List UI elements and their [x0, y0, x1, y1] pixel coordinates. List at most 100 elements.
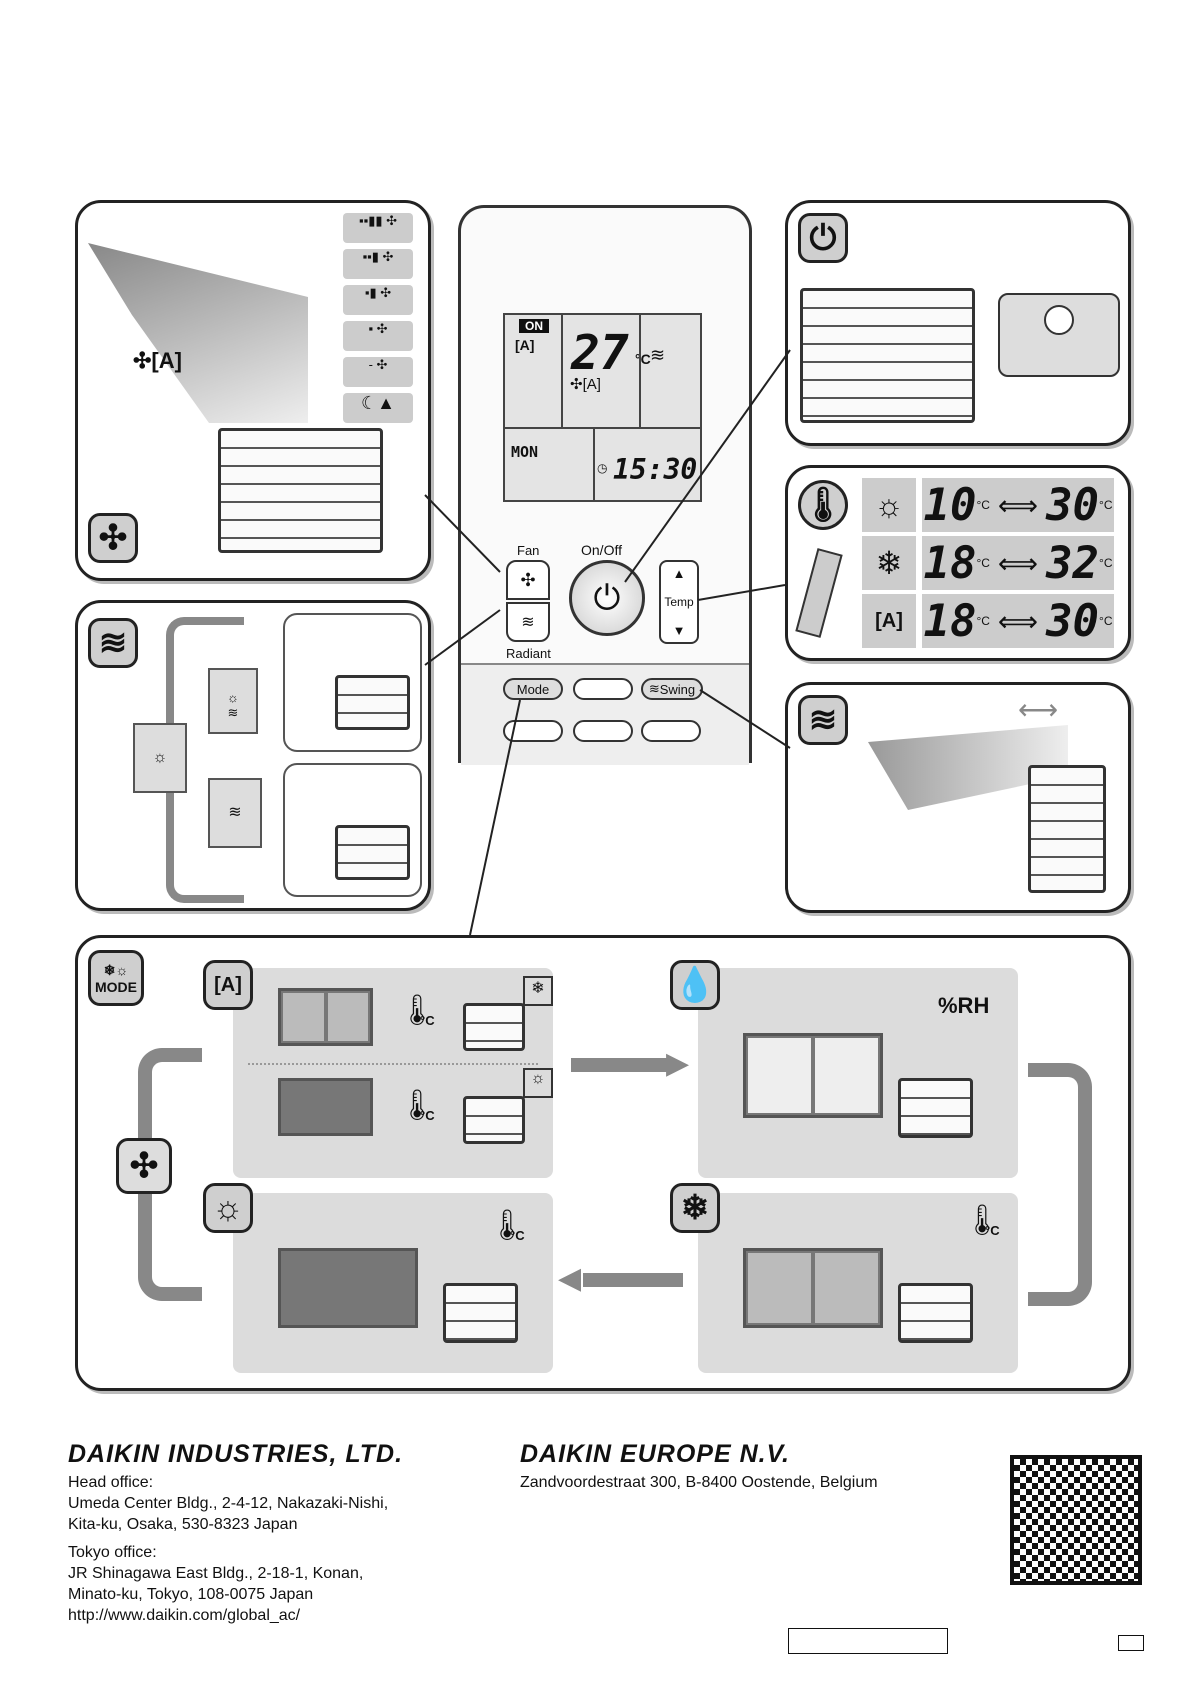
head-office-address-1: Umeda Center Bldg., 2-4-12, Nakazaki-Nis…: [68, 1495, 389, 1512]
auto-temp-unit-1: °C: [420, 1013, 435, 1028]
lcd-fan-auto-icon: ✣[A]: [570, 376, 601, 393]
lcd-temperature: 27: [571, 325, 629, 381]
website-link[interactable]: http://www.daikin.com/global_ac/: [68, 1607, 301, 1624]
snowman-window: [278, 1248, 418, 1328]
arrow-auto-to-dry: [571, 1058, 671, 1072]
blank-button-2[interactable]: [503, 720, 563, 742]
snowy-window: [278, 1078, 373, 1136]
heat-mode-icon: ☼: [203, 1183, 253, 1233]
auto-mode-icon: [A]: [203, 960, 253, 1010]
radiant-button[interactable]: ≋: [506, 602, 550, 642]
arrow-cool-to-heat: [583, 1273, 683, 1287]
fan-button[interactable]: ✣: [506, 560, 550, 600]
quiet-mode-icon: ☾▲: [343, 393, 413, 423]
heat-thermo-icon: 🌡: [488, 1209, 527, 1242]
lcd-temp-unit: °C: [635, 351, 651, 367]
remote-controller: ON [A] 27 °C ≋ ✣[A] MON ◷ 15:30 Fan ✣ ≋ …: [458, 205, 752, 765]
dry-unit: [898, 1078, 973, 1138]
thermometer-icon: 🌡: [798, 480, 848, 530]
lcd-clock-icon: ◷: [597, 461, 608, 475]
company-name-daikin-europe: DAIKIN EUROPE N.V.: [520, 1440, 790, 1468]
indicator-zoom: [998, 293, 1120, 377]
blank-button-3[interactable]: [573, 720, 633, 742]
onoff-unit-illustration: [800, 288, 975, 423]
fan-auto-icon: ✣[A]: [133, 348, 182, 373]
radiant-panel: ≋ ☼ ☼≋ ≋: [75, 600, 431, 911]
arrow-dry-to-cool: [1028, 1063, 1092, 1306]
temp-down-thermo-icon: 🌡: [398, 994, 437, 1027]
auto-heat-sun-icon: ☼: [523, 1068, 553, 1098]
swing-button[interactable]: ≋ Swing: [641, 678, 703, 700]
swing-icon: ≋: [798, 695, 848, 745]
onoff-button-label: On/Off: [581, 542, 622, 558]
swing-arrow-icon: ⟷: [1018, 694, 1059, 725]
fan-speed-levels: ▪▪▮▮ ✣ ▪▪▮ ✣ ▪▮ ✣ ▪ ✣ - ✣ ☾▲: [343, 213, 413, 423]
mode-button[interactable]: Mode: [503, 678, 563, 700]
lcd-time: 15:30: [613, 453, 698, 486]
radiant-icon: ≋: [88, 618, 138, 668]
head-office-address-2: Kita-ku, Osaka, 530-8323 Japan: [68, 1516, 298, 1533]
blank-button-1[interactable]: [573, 678, 633, 700]
temp-up-thermo-icon: 🌡: [398, 1089, 437, 1122]
lcd-day: MON: [511, 443, 539, 461]
radiant-scene-bottom: [283, 763, 422, 897]
swing-button-label: Swing: [659, 681, 696, 697]
swing-unit-illustration: [1028, 765, 1106, 893]
range-cool-icon: ❄: [862, 536, 916, 590]
arrow-head-right: ▶: [666, 1047, 690, 1080]
blank-button-4[interactable]: [641, 720, 701, 742]
tokyo-office-label: Tokyo office:: [68, 1544, 157, 1561]
heat-temp-unit: °C: [510, 1228, 525, 1243]
range-row-heat: 10°C⟺30°C: [922, 478, 1114, 532]
lcd-swing-icon: ≋: [650, 345, 666, 365]
heat-unit: [443, 1283, 518, 1343]
range-row-auto: 18°C⟺30°C: [922, 594, 1114, 648]
mode-box-heat-radiant: ☼≋: [208, 668, 258, 734]
head-office-label: Head office:: [68, 1474, 154, 1491]
dry-mode-icon: 💧: [670, 960, 720, 1010]
fan-button-label: Fan: [517, 543, 540, 558]
mode-panel: ❄☼MODE [A] 🌡 °C ❄ 🌡 °C ☼ ▶ 💧 %RH ❄ 🌡 °C …: [75, 935, 1131, 1391]
cool-thermo-icon: 🌡: [963, 1204, 1002, 1237]
hot-sun-window: [743, 1248, 883, 1328]
range-heat-icon: ☼: [862, 478, 916, 532]
cool-mode-icon: ❄: [670, 1183, 720, 1233]
tokyo-office-address-2: Minato-ku, Tokyo, 108-0075 Japan: [68, 1586, 314, 1603]
on-indicator: ON: [519, 319, 549, 333]
temp-up-icon[interactable]: ▲: [672, 566, 686, 581]
temp-down-icon[interactable]: ▼: [672, 623, 686, 638]
cool-temp-unit: °C: [985, 1223, 1000, 1238]
tokyo-office-address-1: JR Shinagawa East Bldg., 2-18-1, Konan,: [68, 1565, 364, 1582]
mode-icon: ❄☼MODE: [88, 950, 144, 1006]
auto-temp-unit-2: °C: [420, 1108, 435, 1123]
range-auto-icon: [A]: [862, 594, 916, 648]
company-name-daikin-industries: DAIKIN INDUSTRIES, LTD.: [68, 1440, 404, 1468]
temp-button-label: Temp: [664, 595, 694, 609]
rh-icon: %RH: [938, 993, 990, 1018]
fan-mode-icon: ✣: [116, 1138, 172, 1194]
page-box: [1118, 1635, 1144, 1651]
lcd-auto-icon: [A]: [515, 337, 535, 353]
fan-panel: ▪▪▮▮ ✣ ▪▪▮ ✣ ▪▮ ✣ ▪ ✣ - ✣ ☾▲ ✣[A] ✣: [75, 200, 431, 581]
europe-address: Zandvoordestraat 300, B-8400 Oostende, B…: [520, 1474, 878, 1491]
temp-button[interactable]: ▲ Temp ▼: [659, 560, 699, 644]
radiant-scene-top: [283, 613, 422, 752]
radiant-button-label: Radiant: [506, 646, 551, 661]
onoff-panel: ⏻: [785, 200, 1131, 446]
swing-panel: ≋ ⟷: [785, 682, 1131, 913]
cool-unit: [898, 1283, 973, 1343]
heater-unit-illustration: [218, 428, 383, 553]
arrow-head-left: ◀: [558, 1262, 582, 1295]
mode-box-heat: ☼: [133, 723, 187, 793]
arrow-heat-to-auto: [138, 1048, 202, 1301]
auto-cool-snowflake-icon: ❄: [523, 976, 553, 1006]
fan-icon: ✣: [88, 513, 138, 563]
auto-heat-unit: [463, 1096, 525, 1144]
power-icon: ⏻: [798, 213, 848, 263]
mode-box-radiant: ≋: [208, 778, 262, 848]
document-code-box: [788, 1628, 948, 1654]
qr-code: [1010, 1455, 1142, 1585]
sunny-window: [278, 988, 373, 1046]
lcd-display: ON [A] 27 °C ≋ ✣[A] MON ◷ 15:30: [503, 313, 702, 502]
